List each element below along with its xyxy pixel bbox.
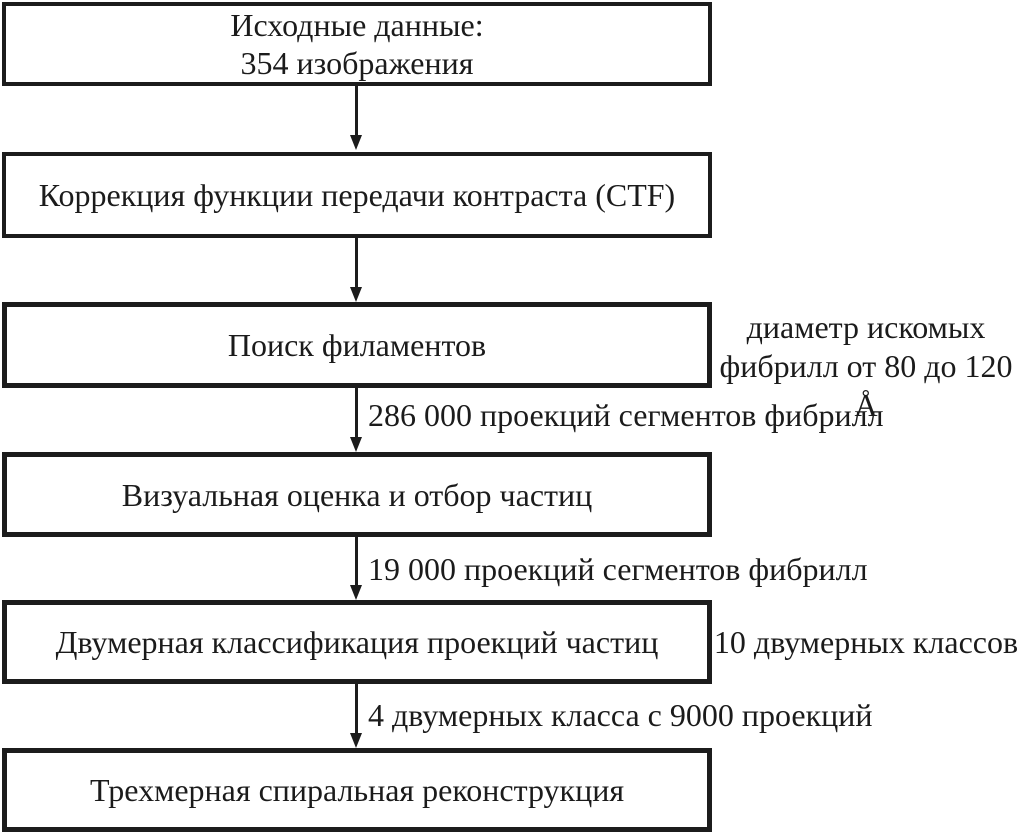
flow-box-ctf-correction: Коррекция функции передачи контраста (CT… bbox=[2, 152, 712, 238]
box-text-line: 354 изображения bbox=[240, 45, 474, 81]
flow-arrow-1 bbox=[350, 86, 362, 150]
flow-arrow-5 bbox=[350, 684, 362, 748]
flow-arrow-4 bbox=[350, 537, 362, 600]
box-text-line: Трехмерная спиральная реконструкция bbox=[89, 772, 625, 808]
flow-box-2d-classification: Двумерная классификация проекций частиц bbox=[2, 600, 712, 684]
box-text-line: Визуальная оценка и отбор частиц bbox=[121, 476, 593, 513]
arrow-head-icon bbox=[350, 135, 362, 150]
arrow-shaft bbox=[354, 537, 358, 588]
annotation-fibril-diameter: диаметр искомых фибрилл от 80 до 120 Å bbox=[712, 308, 1020, 425]
arrow-shaft bbox=[354, 388, 358, 440]
arrow-head-icon bbox=[350, 585, 362, 600]
box-text-line: Поиск филаментов bbox=[227, 327, 487, 363]
flow-box-visual-selection: Визуальная оценка и отбор частиц bbox=[2, 452, 712, 537]
flow-box-filament-search: Поиск филаментов bbox=[2, 302, 712, 388]
flow-box-source-data: Исходные данные: 354 изображения bbox=[2, 2, 712, 86]
arrow-shaft bbox=[354, 238, 358, 290]
arrow-shaft bbox=[354, 86, 358, 138]
arrow-label-19000-projections: 19 000 проекций сегментов фибрилл bbox=[368, 551, 868, 587]
arrow-label-4-classes-9000-projections: 4 двумерных класса с 9000 проекций bbox=[368, 697, 873, 733]
annotation-line: 10 двумерных классов bbox=[713, 624, 1019, 660]
flow-arrow-2 bbox=[350, 238, 362, 302]
arrow-label-286000-projections: 286 000 проекций сегментов фибрилл bbox=[368, 397, 884, 433]
arrow-shaft bbox=[354, 684, 358, 736]
annotation-line: фибрилл от 80 до 120 Å bbox=[719, 348, 1013, 423]
flow-arrow-3 bbox=[350, 388, 362, 452]
arrow-head-icon bbox=[350, 287, 362, 302]
flow-box-3d-reconstruction: Трехмерная спиральная реконструкция bbox=[2, 748, 712, 832]
arrow-head-icon bbox=[350, 437, 362, 452]
box-text-line: Коррекция функции передачи контраста (CT… bbox=[38, 177, 676, 213]
arrow-head-icon bbox=[350, 733, 362, 748]
annotation-line: диаметр искомых bbox=[746, 309, 986, 345]
box-text-line: Двумерная классификация проекций частиц bbox=[55, 624, 659, 660]
box-text-line: Исходные данные: bbox=[230, 7, 484, 43]
annotation-class-count: 10 двумерных классов bbox=[712, 624, 1020, 660]
